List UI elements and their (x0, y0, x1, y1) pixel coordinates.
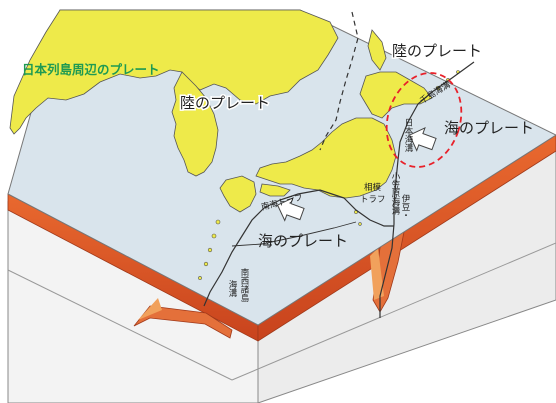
subducting-slab-south (133, 305, 233, 339)
movement-arrow-icon (276, 196, 305, 222)
label-continental-plate-w: 陸のプレート (180, 94, 270, 112)
boundary-dashed (319, 11, 359, 151)
boundary-izu-trench (379, 223, 395, 318)
subducted-wedge-2 (370, 248, 384, 300)
label-sagami-trough-1: 相模 (364, 182, 382, 193)
boundary-japan-trench (393, 61, 475, 224)
label-nansei-trench-2: 海溝 (227, 279, 237, 298)
block-bottom-edge-right (231, 242, 556, 381)
diagram-title: 日本列島周辺のプレート (22, 62, 160, 77)
continent-land (9, 9, 339, 135)
izu-island (358, 222, 362, 226)
boundary-nankai-trough (263, 189, 345, 209)
boundary-sagami-trough (343, 197, 394, 227)
honshu-land (255, 117, 397, 199)
boundary-ryukyu-trench (203, 207, 265, 307)
label-izu-trench-2: 小笠原海溝 (390, 171, 400, 215)
ryukyu-island (207, 247, 213, 253)
block-bottom-edge (7, 269, 233, 381)
label-continental-plate-ne: 陸のプレート (392, 42, 482, 60)
label-ocean-plate-south: 海のプレート (258, 232, 348, 250)
label-japan-trench: 日本海溝 (403, 118, 413, 153)
ryukyu-island (211, 233, 217, 239)
ryukyu-island (198, 276, 202, 280)
shikoku-land (259, 183, 291, 197)
highlight-ellipse (385, 72, 463, 168)
label-sagami-trough-2: トラフ (360, 195, 386, 205)
label-nansei-trench-1: 南西諸島 (239, 267, 249, 303)
ryukyu-island (203, 261, 209, 267)
sakhalin-land (367, 29, 387, 71)
movement-arrow-icon (408, 126, 437, 152)
korea-land (171, 71, 219, 177)
kyushu-land (219, 175, 257, 213)
subducted-wedge-1 (138, 298, 162, 320)
label-izu-trench-1: 伊豆・ (400, 193, 410, 219)
hokkaido-land (359, 71, 433, 119)
boundary-philippine-pacific (231, 221, 357, 247)
ryukyu-island (215, 219, 221, 225)
label-ocean-plate-east: 海のプレート (444, 119, 534, 137)
